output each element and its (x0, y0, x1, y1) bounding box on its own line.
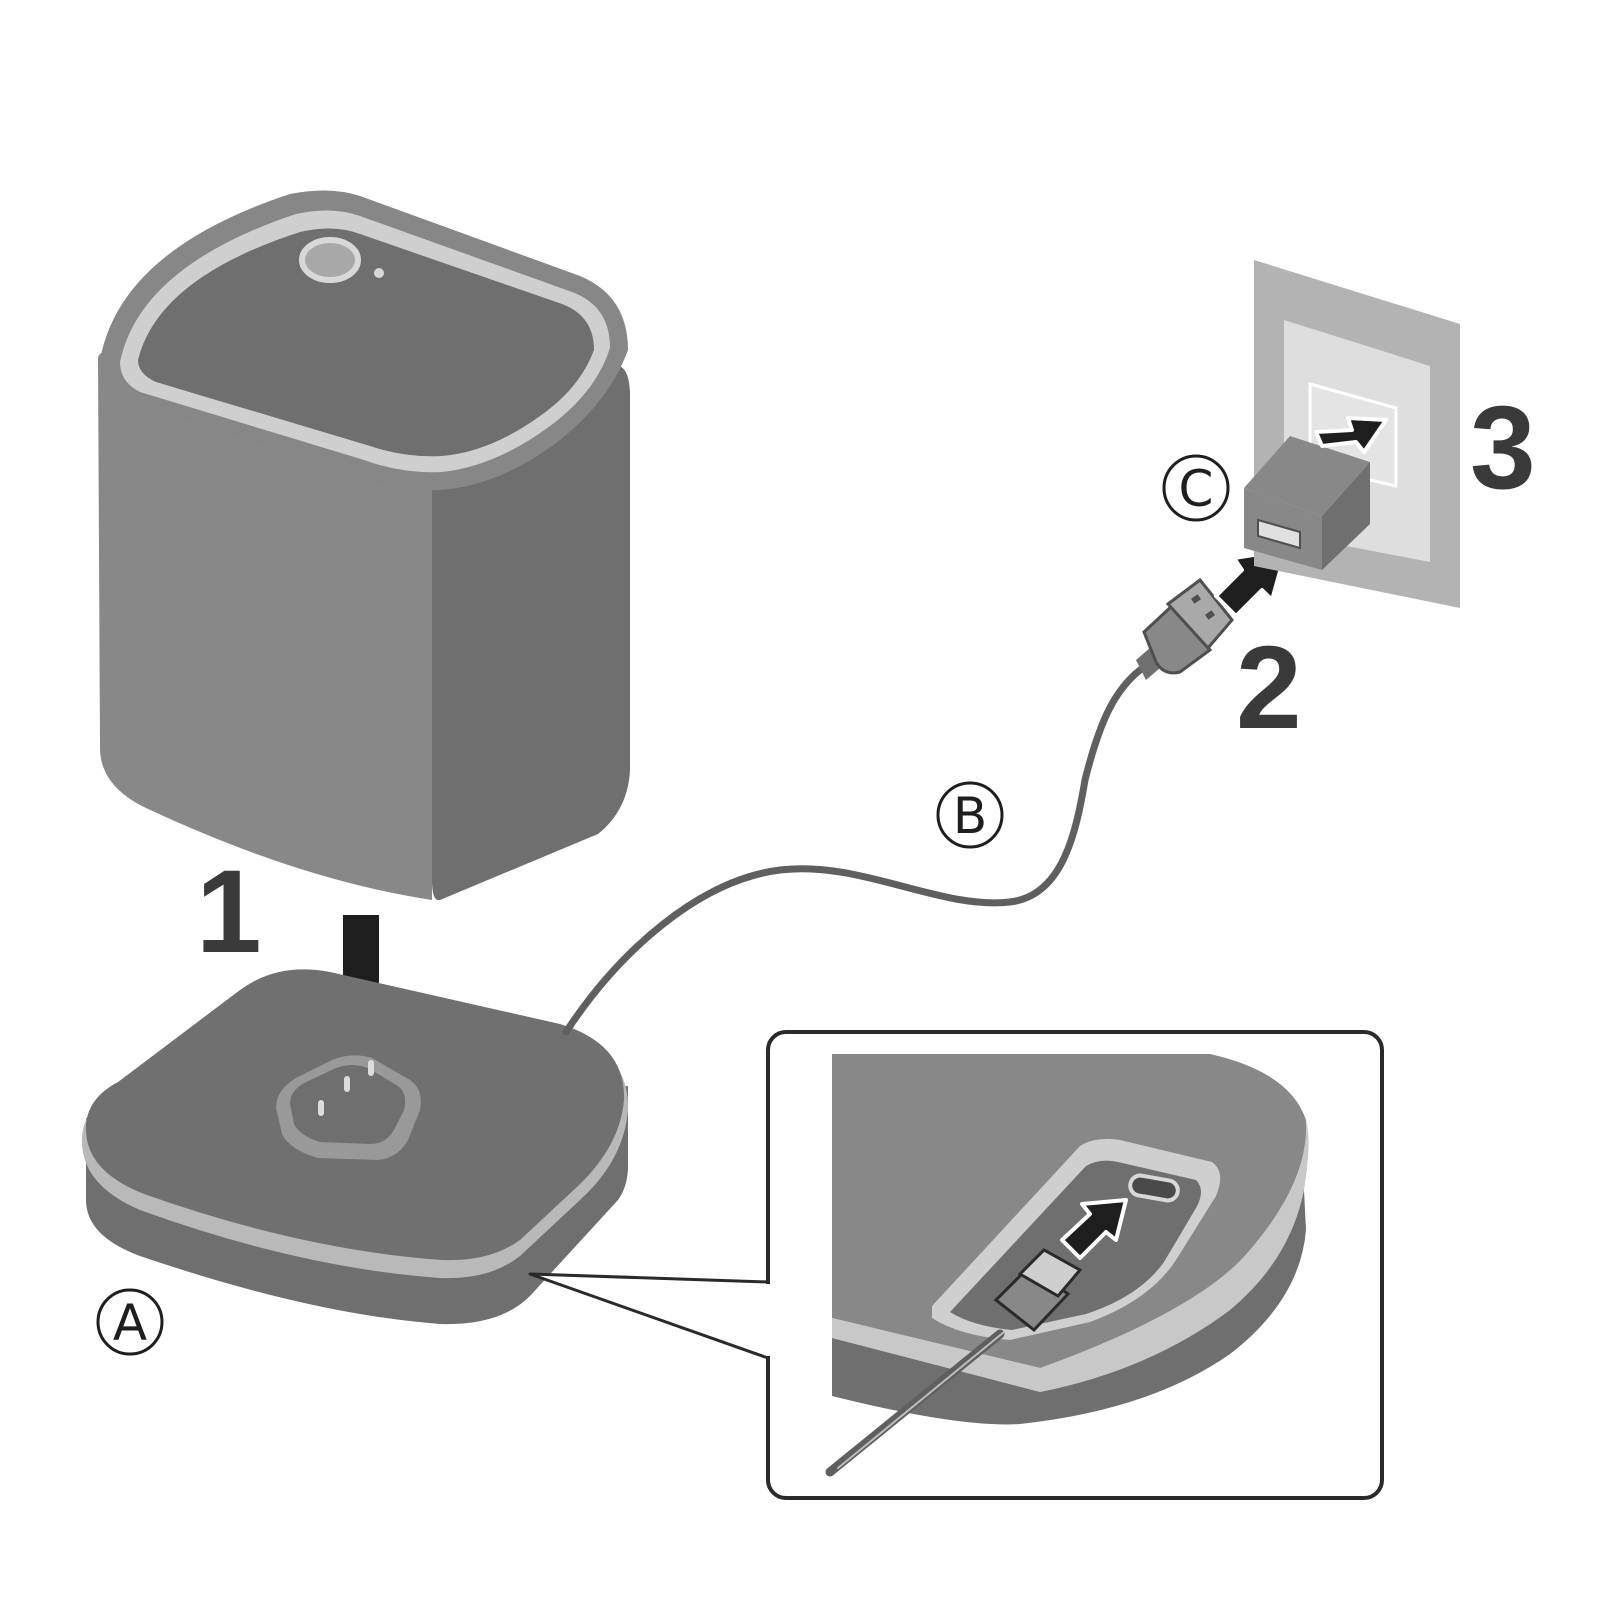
callout-pointer-cover (766, 1284, 772, 1356)
step-3-arrow-icon (1314, 416, 1388, 454)
label-a-text: A (113, 1294, 147, 1352)
callout-pointer (528, 1272, 770, 1360)
charging-base (81, 969, 629, 1325)
inset-callout (528, 1030, 1384, 1500)
usb-plug-hole-2 (1205, 610, 1215, 620)
adapter-top (1244, 436, 1370, 516)
step-1-label: 1 (196, 846, 262, 978)
contact-pin-3 (318, 1100, 324, 1116)
power-adapter (1244, 436, 1370, 570)
label-b-text: B (953, 787, 987, 845)
usb-cable (562, 666, 1144, 1036)
label-b: B (936, 781, 1004, 849)
label-a: A (96, 1288, 164, 1356)
closeup-cable-highlight (837, 1331, 1005, 1469)
closeup-base-side (832, 1190, 1306, 1425)
usb-plug-metal (1165, 577, 1234, 651)
closeup-insert-arrow-icon (1060, 1198, 1128, 1260)
closeup-usb-port-icon (1128, 1173, 1180, 1203)
label-c-circle (1162, 454, 1230, 522)
usb-plug-body (1142, 601, 1213, 675)
speaker-top-surface (138, 228, 594, 457)
closeup-base-ring (832, 1120, 1309, 1392)
speaker-status-light-icon (374, 268, 384, 278)
step-3-label: 3 (1470, 382, 1536, 514)
speaker-right-face (432, 365, 630, 901)
adapter-usb-port (1257, 518, 1301, 550)
usb-plug-hole-1 (1191, 594, 1201, 604)
label-c-text: C (1179, 460, 1214, 518)
label-c: C (1162, 454, 1230, 522)
label-b-circle (936, 781, 1004, 849)
speaker-top-button-icon (299, 237, 361, 283)
adapter-side (1322, 462, 1370, 570)
closeup-plug-tip (1017, 1248, 1083, 1298)
base-dock-contacts (290, 1065, 406, 1144)
label-a-circle (96, 1288, 164, 1356)
closeup-cable (825, 1329, 1005, 1477)
step-2-label: 2 (1236, 622, 1302, 754)
contact-pin-1 (368, 1060, 374, 1076)
speaker-front-face (98, 351, 432, 900)
usb-plug (1136, 577, 1234, 680)
speaker (98, 190, 630, 901)
contact-pin-2 (344, 1076, 350, 1092)
